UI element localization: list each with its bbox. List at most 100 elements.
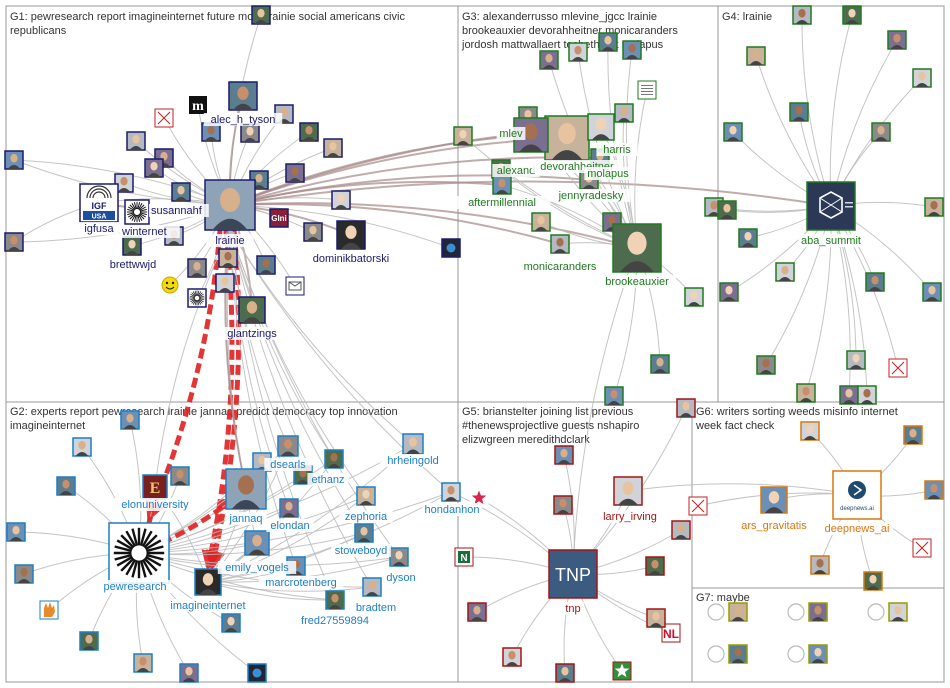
node-avatar[interactable]	[671, 520, 691, 540]
node-avatar[interactable]: GIni	[269, 208, 289, 228]
broken-image-icon[interactable]	[912, 538, 932, 558]
smiley-icon[interactable]	[161, 276, 179, 294]
node-lrainie[interactable]	[204, 179, 256, 231]
node-avatar[interactable]	[789, 102, 809, 122]
node-avatar[interactable]	[839, 385, 859, 405]
node-alec-h-tyson[interactable]	[228, 81, 258, 111]
node-avatar[interactable]	[72, 437, 92, 457]
node-fred27559894[interactable]	[325, 590, 345, 610]
node-avatar[interactable]	[871, 122, 891, 142]
self-loop[interactable]	[707, 645, 725, 663]
node-avatar[interactable]	[467, 602, 487, 622]
node-glantzings[interactable]	[238, 296, 266, 324]
node-avatar[interactable]	[215, 273, 235, 293]
node-avatar[interactable]	[924, 197, 944, 217]
node-avatar[interactable]	[728, 644, 748, 664]
node-avatar[interactable]	[568, 42, 588, 62]
node-avatar[interactable]	[6, 522, 26, 542]
self-loop[interactable]	[707, 603, 725, 621]
node-emily-vogels[interactable]	[244, 530, 270, 556]
node-avatar[interactable]	[114, 173, 134, 193]
node-avatar[interactable]	[554, 445, 574, 465]
node-hondanhon[interactable]	[441, 482, 461, 502]
node-avatar[interactable]	[645, 556, 665, 576]
node-avatar[interactable]	[614, 103, 634, 123]
node-avatar[interactable]	[122, 236, 142, 256]
broken-image-icon[interactable]	[888, 358, 908, 378]
node-avatar[interactable]	[251, 5, 271, 25]
node-bradtem[interactable]	[362, 577, 382, 597]
node-jannaq[interactable]	[225, 468, 267, 510]
node-avatar[interactable]	[4, 150, 24, 170]
self-loop[interactable]	[867, 603, 885, 621]
node-avatar[interactable]	[187, 288, 207, 308]
node-aba-summit[interactable]	[806, 181, 856, 231]
node-avatar[interactable]	[863, 571, 883, 591]
node-avatar[interactable]: N	[454, 547, 474, 567]
node-larry-irving[interactable]	[613, 476, 643, 506]
node-avatar[interactable]	[299, 122, 319, 142]
node-avatar[interactable]	[728, 602, 748, 622]
node-avatar[interactable]	[598, 32, 618, 52]
node-avatar[interactable]	[56, 476, 76, 496]
node-winternet[interactable]	[124, 199, 150, 225]
node-avatar[interactable]	[622, 40, 642, 60]
node-avatar[interactable]	[531, 212, 551, 232]
node-avatar[interactable]	[810, 555, 830, 575]
node-avatar[interactable]	[331, 190, 351, 210]
node-imagineinternet[interactable]	[194, 568, 222, 596]
node-avatar[interactable]	[922, 282, 942, 302]
node-tnp[interactable]: TNP	[548, 549, 598, 599]
node-devorahheitner[interactable]	[544, 115, 590, 161]
node-avatar[interactable]	[323, 138, 343, 158]
node-avatar[interactable]	[170, 466, 190, 486]
node-avatar[interactable]	[555, 663, 575, 683]
node-avatar[interactable]	[646, 608, 666, 628]
node-avatar[interactable]	[539, 50, 559, 70]
node-avatar[interactable]	[857, 385, 877, 405]
node-elonuniversity[interactable]: E	[142, 474, 168, 500]
node-dsearls[interactable]	[277, 435, 299, 457]
node-avatar[interactable]	[756, 355, 776, 375]
node-avatar[interactable]	[39, 600, 59, 620]
node-avatar[interactable]	[792, 5, 812, 25]
node-avatar[interactable]	[808, 602, 828, 622]
node-avatar[interactable]	[247, 663, 267, 683]
node-avatar[interactable]	[738, 228, 758, 248]
node-avatar[interactable]	[846, 350, 866, 370]
broken-image-icon[interactable]	[154, 108, 174, 128]
broken-image-icon[interactable]	[688, 496, 708, 516]
node-avatar[interactable]	[126, 131, 146, 151]
node-avatar[interactable]	[303, 222, 323, 242]
node-avatar[interactable]	[502, 647, 522, 667]
node-avatar[interactable]	[684, 287, 704, 307]
node-avatar[interactable]	[775, 262, 795, 282]
node-avatar[interactable]	[441, 238, 461, 258]
node-avatar[interactable]	[171, 182, 191, 202]
node-avatar[interactable]	[719, 282, 739, 302]
node-avatar[interactable]: m	[189, 96, 207, 114]
node-avatar[interactable]	[453, 126, 473, 146]
star-icon[interactable]	[612, 661, 632, 681]
self-loop[interactable]	[787, 645, 805, 663]
node-avatar[interactable]	[240, 123, 260, 143]
node-harris[interactable]	[587, 113, 615, 141]
node-avatar[interactable]	[604, 386, 624, 406]
node-zephoria[interactable]	[356, 486, 376, 506]
node-brookeauxier[interactable]	[612, 223, 662, 273]
node-dominikbatorski[interactable]	[336, 220, 366, 250]
node-elondan[interactable]	[279, 498, 299, 518]
node-avatar[interactable]	[553, 495, 573, 515]
node-avatar[interactable]	[79, 631, 99, 651]
node-avatar[interactable]	[650, 354, 670, 374]
node-avatar[interactable]	[887, 30, 907, 50]
node-avatar[interactable]	[285, 163, 305, 183]
node-monicaranders[interactable]	[550, 234, 570, 254]
node-stoweboyd[interactable]	[354, 523, 374, 543]
node-avatar[interactable]	[120, 410, 140, 430]
node-aftermillennial[interactable]	[492, 175, 512, 195]
node-avatar[interactable]	[808, 644, 828, 664]
node-avatar[interactable]	[144, 158, 164, 178]
node-avatar[interactable]	[14, 564, 34, 584]
